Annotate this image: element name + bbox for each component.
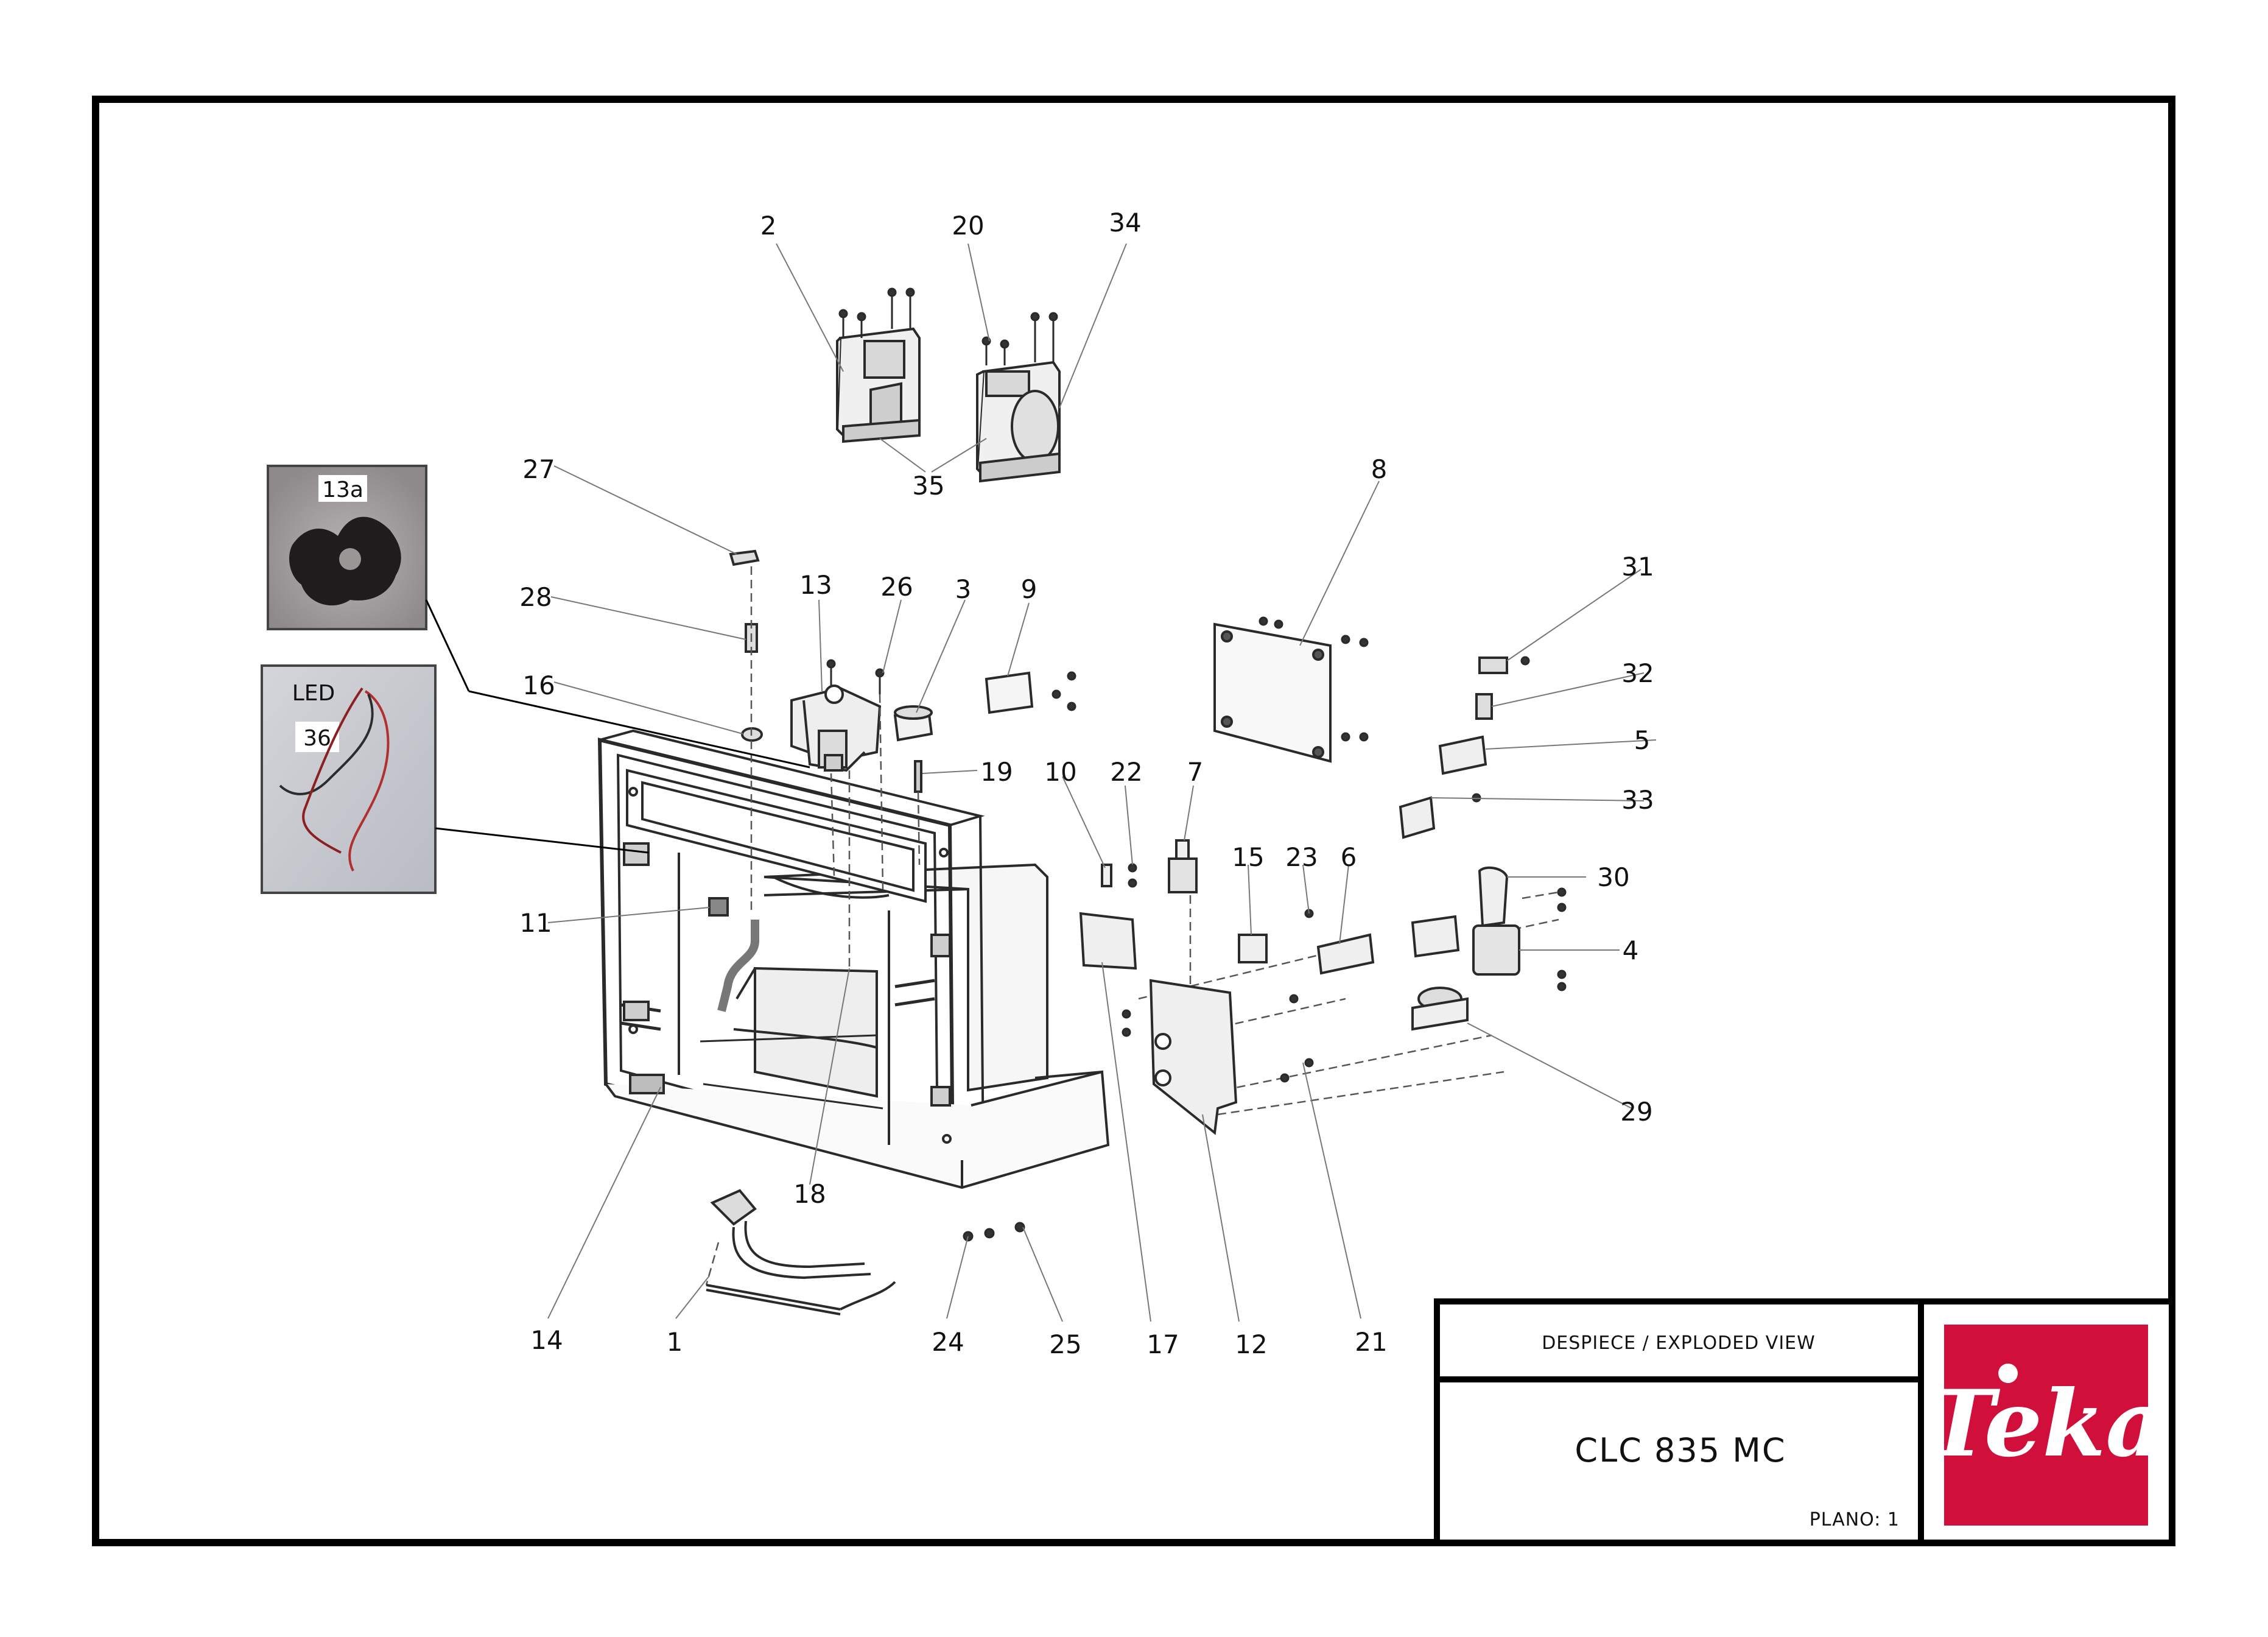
callout-29: 29	[1620, 1097, 1652, 1127]
led-wire-icon	[279, 687, 390, 871]
inset-led-leader	[435, 827, 649, 854]
callout-7: 7	[1187, 757, 1204, 787]
callout-11: 11	[519, 908, 552, 938]
callout-24: 24	[932, 1327, 964, 1357]
callout-18: 18	[793, 1179, 826, 1209]
transformer-right	[975, 361, 1061, 483]
callout-19: 19	[980, 757, 1013, 787]
callout-25: 25	[1049, 1329, 1081, 1359]
callout-21: 21	[1355, 1327, 1387, 1357]
inset-led-label: LED	[292, 681, 335, 706]
callout-16: 16	[522, 671, 555, 700]
callout-5: 5	[1634, 725, 1651, 755]
transformer-left	[835, 327, 921, 443]
callout-12: 12	[1235, 1329, 1267, 1359]
callout-35: 35	[912, 471, 944, 501]
teka-logo: Teka	[1927, 1325, 2165, 1526]
callout-15: 15	[1232, 842, 1264, 872]
hydraulic-group	[1079, 657, 1520, 1135]
inset-led-number: 36	[303, 726, 331, 751]
callout-13: 13	[799, 570, 832, 600]
plano-number: PLANO: 1	[1810, 1509, 1900, 1530]
callout-23: 23	[1285, 842, 1318, 872]
callout-1: 1	[667, 1327, 683, 1357]
callout-34: 34	[1109, 208, 1141, 238]
callout-28: 28	[519, 582, 552, 612]
model-name: CLC 835 MC	[1575, 1431, 1786, 1470]
logo-wordmark: Teka	[1927, 1370, 2165, 1477]
callout-8: 8	[1371, 454, 1388, 484]
inset-gear-13a: 13a	[267, 465, 810, 769]
callout-31: 31	[1621, 552, 1654, 582]
grinder-assembly	[729, 549, 933, 793]
transformer-screws	[838, 287, 1058, 365]
control-board	[1213, 622, 1332, 763]
leader-lines	[547, 243, 1657, 1322]
callout-6: 6	[1341, 842, 1357, 872]
gear-icon	[289, 516, 401, 606]
board-9	[985, 671, 1034, 714]
callout-9: 9	[1021, 574, 1037, 604]
view-type-label: DESPIECE / EXPLODED VIEW	[1542, 1332, 1816, 1354]
callout-17: 17	[1146, 1329, 1179, 1359]
inset-gear-leader	[425, 599, 470, 692]
callout-14: 14	[530, 1325, 563, 1355]
callout-22: 22	[1110, 757, 1142, 787]
grinder-screws	[826, 659, 885, 694]
callout-4: 4	[1623, 935, 1639, 965]
inset-gear-label: 13a	[322, 477, 363, 502]
callout-26: 26	[880, 572, 913, 602]
callout-2: 2	[760, 211, 777, 241]
callout-10: 10	[1044, 757, 1076, 787]
callout-30: 30	[1597, 862, 1629, 892]
title-block: DESPIECE / EXPLODED VIEW CLC 835 MC PLAN…	[1434, 1298, 2175, 1546]
inset-led-36: LED 36	[261, 664, 649, 894]
callout-20: 20	[952, 211, 984, 241]
callout-32: 32	[1621, 658, 1654, 688]
callout-27: 27	[522, 454, 555, 484]
board-screws	[1051, 616, 1369, 742]
drawing-border	[92, 96, 2175, 1546]
power-cable	[706, 1189, 896, 1315]
callout-numbers: 2 20 34 35 27 28 16 13 26 3 9 8 31 32 5 …	[519, 208, 1654, 1359]
callout-33: 33	[1621, 785, 1654, 815]
callout-3: 3	[955, 574, 972, 604]
main-chassis-frame	[597, 729, 1110, 1189]
